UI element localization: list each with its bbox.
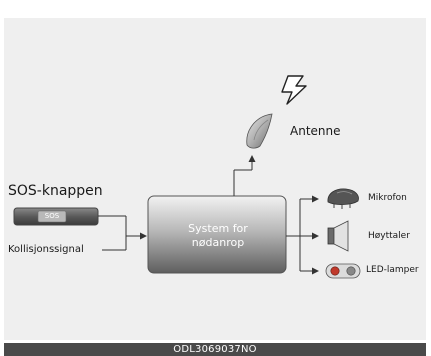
microphone-label: Mikrofon (368, 193, 407, 203)
led-lamps-label: LED-lamper (366, 265, 419, 275)
sos-button-text: SOS (44, 212, 60, 220)
antenna-label: Antenne (290, 124, 341, 138)
speaker-label: Høyttaler (368, 231, 410, 241)
output-connectors (286, 195, 319, 275)
speaker-icon (327, 220, 349, 252)
led-lamps-icon (325, 263, 361, 279)
input-connectors (98, 215, 147, 251)
antenna-connector (233, 155, 256, 196)
antenna-icon (246, 113, 273, 149)
sos-button-label: SOS-knappen (8, 183, 103, 199)
system-label: System for nødanrop (150, 222, 286, 250)
collision-signal-label: Kollisjonssignal (8, 244, 84, 255)
system-label-line1: System for (188, 222, 248, 235)
system-label-line2: nødanrop (191, 236, 245, 249)
lightning-icon (281, 75, 307, 105)
diagram-panel (4, 18, 426, 340)
emergency-system-box (147, 195, 287, 274)
microphone-icon (327, 188, 359, 209)
sos-button (13, 207, 99, 226)
figure-code: ODL3069037NO (4, 343, 426, 356)
